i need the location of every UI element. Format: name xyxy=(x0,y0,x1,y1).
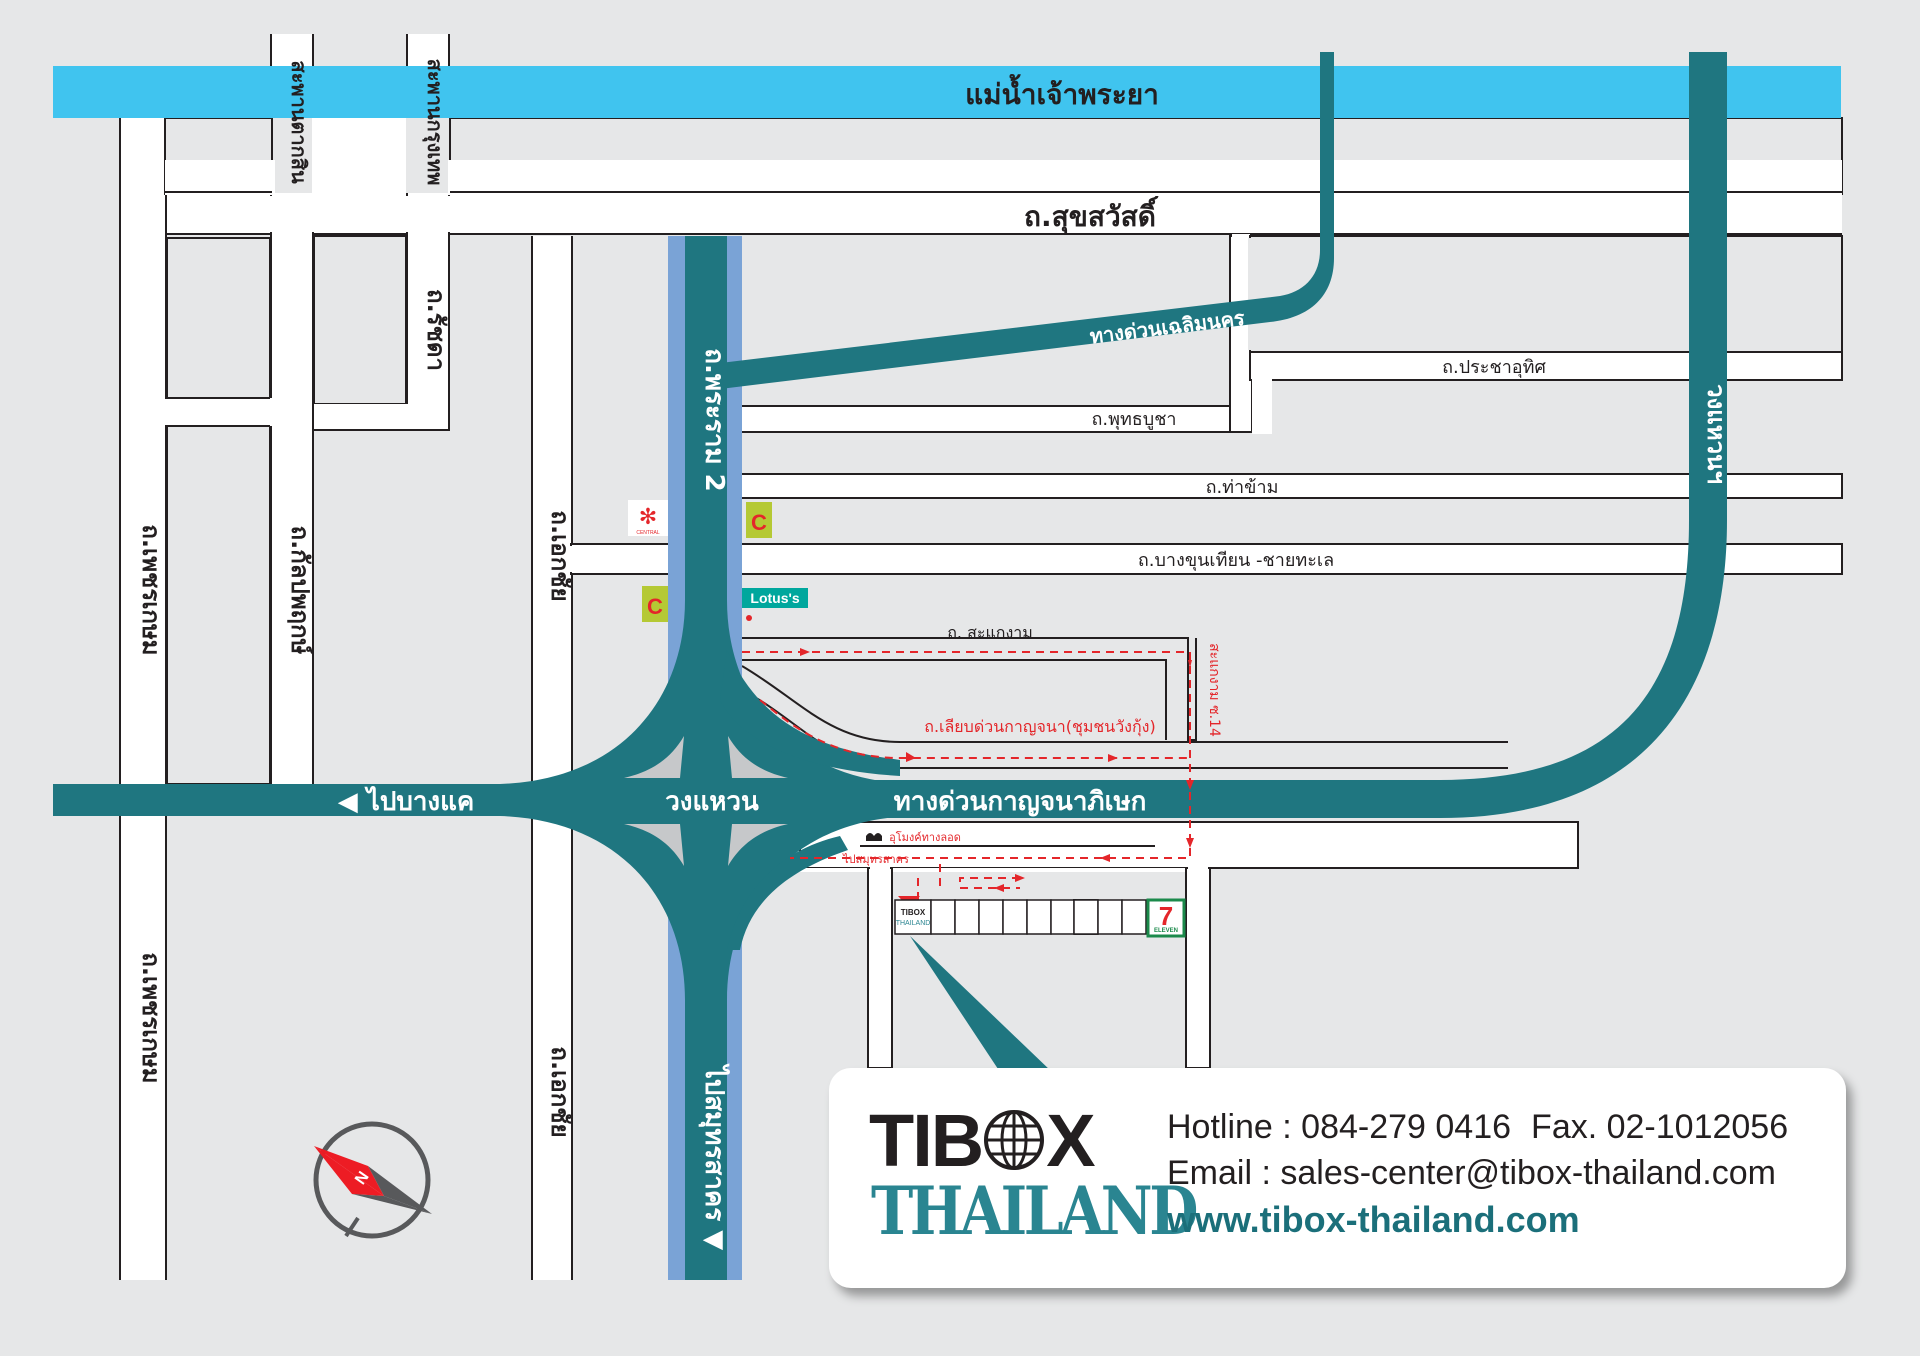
road-lower-frontage xyxy=(790,821,1579,1069)
label-sukhsawat: ถ.สุขสวัสดิ์ xyxy=(1024,196,1159,234)
interchange-islands xyxy=(624,736,788,866)
fax-text: Fax. 02-1012056 xyxy=(1531,1108,1789,1146)
road-riverside xyxy=(164,117,1843,196)
svg-text:C: C xyxy=(647,594,663,619)
label-sakaengam-soi14: สะแกงาม ซ.14 xyxy=(1206,643,1222,737)
road-thakham xyxy=(739,473,1843,499)
river-label: แม่น้ำเจ้าพระยา xyxy=(965,73,1159,111)
bigc-marker-1: C xyxy=(746,502,772,538)
svg-text:✻: ✻ xyxy=(639,505,657,530)
road-ekkachai-cross xyxy=(1248,235,1843,434)
bigc-marker-2: C xyxy=(642,586,668,622)
hotline-line: Hotline : 084-279 0416 Fax. 02-1012056 xyxy=(1167,1104,1827,1150)
central-label: CENTRAL xyxy=(636,530,660,536)
label-samutsakhon-main: ไปสมุทรสาคร ▼ xyxy=(698,1063,731,1251)
interchange-roundabout xyxy=(500,600,912,1000)
tibox-shop xyxy=(894,899,932,935)
website-link[interactable]: www.tibox-thailand.com xyxy=(1167,1199,1580,1240)
label-ekkachai-top: ถ.เอกชัย xyxy=(546,510,574,601)
shop-row: TIBOX THAILAND xyxy=(894,899,1099,935)
label-bangkhae: ◀ ไปบางแค xyxy=(338,785,475,817)
label-kanchana-expressway: ทางด่วนกาญจนาภิเษก xyxy=(894,787,1147,817)
label-phutthabucha: ถ.พุทธบูชา xyxy=(1091,409,1176,430)
label-interchange: วงแหวน xyxy=(665,787,759,817)
label-outer-ring: วงแหวนฯ xyxy=(1702,384,1730,484)
label-phetkasem-top: ถ.เพชรเกษม xyxy=(137,524,165,655)
label-sakaengam: ถ. สะแกงาม xyxy=(947,623,1033,642)
route-arrows xyxy=(800,648,1194,908)
tibox-shop-label-bottom: THAILAND xyxy=(896,920,931,927)
road-ekkachai xyxy=(531,236,573,1280)
road-phutthabucha xyxy=(739,234,1253,433)
label-kanchana-frontage: ถ.เลียบด่วนกาญจนา(ชุมชนวังกุ้ง) xyxy=(924,717,1155,737)
compass-icon: N xyxy=(313,1121,432,1239)
lotus-marker: Lotus's xyxy=(742,588,808,621)
shop-pointer xyxy=(910,936,1052,1072)
svg-text:C: C xyxy=(751,510,767,535)
label-ratchada: ถ.รัชดา xyxy=(422,289,450,371)
hotline-text[interactable]: Hotline : 084-279 0416 xyxy=(1167,1108,1512,1146)
seven-eleven: 7 ELEVEN xyxy=(1146,898,1186,938)
contact-details: Hotline : 084-279 0416 Fax. 02-1012056 Em… xyxy=(1167,1104,1827,1244)
seven-eleven-label: ELEVEN xyxy=(1154,928,1178,934)
label-underpass: อุโมงค์ทางลอด xyxy=(889,830,961,844)
globe-icon xyxy=(984,1110,1045,1170)
label-bridge-taksin: สะพานตากสิน xyxy=(287,60,311,184)
road-sukhsawat xyxy=(120,193,1842,235)
road-phetkasem xyxy=(119,118,167,1280)
label-bangkhunthian: ถ.บางขุนเทียน -ชายทะเล xyxy=(1138,550,1334,571)
road-kanlapaphruek xyxy=(270,232,314,786)
tibox-shop-label-top: TIBOX xyxy=(901,908,926,917)
label-samutsakhon-small: ไปสมุทรสาคร xyxy=(842,853,909,866)
email-line[interactable]: Email : sales-center@tibox-thailand.com xyxy=(1167,1154,1776,1192)
road-outer-ring-east xyxy=(700,52,1727,818)
label-rama2: ถ.พระราม 2 xyxy=(699,348,729,492)
expressways xyxy=(53,52,1727,1280)
label-prachauthit: ถ.ประชาอุทิศ xyxy=(1442,357,1546,378)
river xyxy=(53,66,1841,118)
lotus-label: Lotus's xyxy=(750,590,799,606)
svg-text:7: 7 xyxy=(1159,901,1173,931)
three-units xyxy=(1073,899,1147,935)
label-kanlapaphruek: ถ.กัลปพฤกษ์ xyxy=(286,526,314,655)
road-sakaengam xyxy=(740,637,1197,741)
central-marker: ✻ CENTRAL xyxy=(628,500,668,536)
road-ratchada xyxy=(313,232,450,431)
route-to-shop xyxy=(742,651,1191,901)
label-bridge-krungthep: สะพานกรุงเทพ xyxy=(422,59,447,186)
logo-wordmark-bottom: THAILAND xyxy=(871,1172,1198,1250)
road-bangkhunthian xyxy=(569,543,1843,575)
underpass-icon xyxy=(866,833,882,841)
label-thakham: ถ.ท่าข้าม xyxy=(1206,477,1279,498)
label-phetkasem-bottom: ถ.เพชรเกษม xyxy=(137,952,165,1083)
label-ekkachai-bottom: ถ.เอกชัย xyxy=(546,1046,574,1137)
